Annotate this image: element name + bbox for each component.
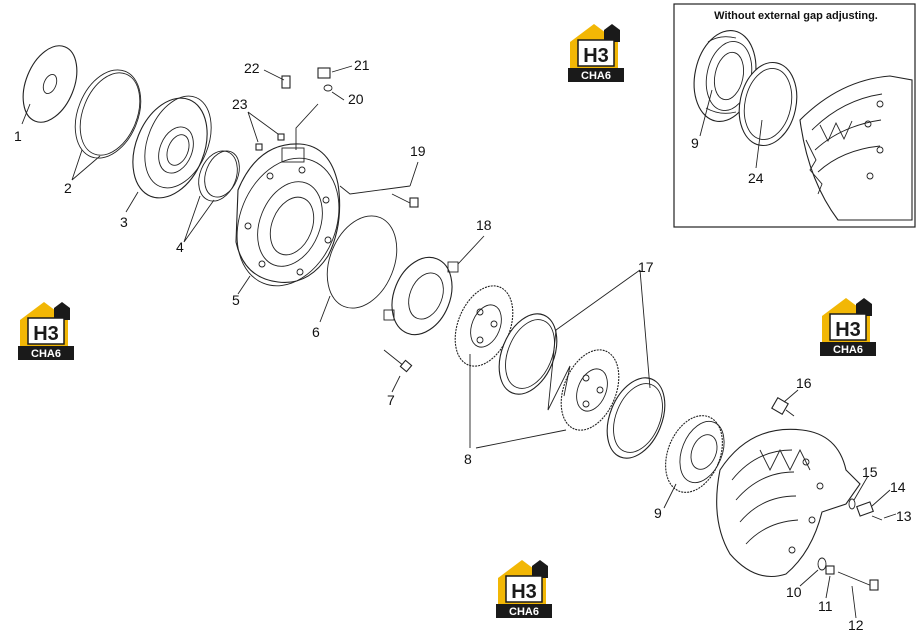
callout-9: 9 <box>654 505 662 521</box>
callout-24: 24 <box>748 170 764 186</box>
part-7-bolt <box>383 349 413 373</box>
callout-10: 10 <box>786 584 802 600</box>
logo-left: H3 CHA6 <box>17 301 75 361</box>
logo-text: CHA6 <box>509 606 539 618</box>
callout-18: 18 <box>476 217 492 233</box>
part-17-friction-disc-b <box>560 349 620 431</box>
callout-7: 7 <box>387 392 395 408</box>
part-14-bracket <box>856 501 874 517</box>
part-1-washer <box>22 45 78 123</box>
callout-6: 6 <box>312 324 320 340</box>
callout-1: 1 <box>14 128 22 144</box>
callout-11: 11 <box>818 598 833 614</box>
callout-9-inset: 9 <box>691 135 699 151</box>
part-15-pin <box>848 498 856 510</box>
callout-2: 2 <box>64 180 72 196</box>
part-21-plug <box>317 67 331 79</box>
logo-text: CHA6 <box>581 70 611 82</box>
part-axle-housing <box>716 428 861 578</box>
callout-3: 3 <box>120 214 128 230</box>
logo-text: CHA6 <box>31 348 61 360</box>
part-11-nut <box>825 565 835 575</box>
part-20-oring <box>323 84 333 92</box>
callout-labels: 1 2 3 4 5 6 7 8 9 10 11 12 13 14 15 16 1… <box>14 57 912 633</box>
callout-19: 19 <box>410 143 426 159</box>
part-3-piston <box>132 95 212 199</box>
callout-17: 17 <box>638 259 654 275</box>
inset-housing <box>799 75 913 221</box>
callout-12: 12 <box>848 617 864 633</box>
logo-mark: H3 <box>835 319 861 341</box>
part-23-plugs <box>255 133 285 151</box>
part-6-oring <box>326 215 398 309</box>
callout-22: 22 <box>244 60 260 76</box>
part-17-steel-plate-b <box>606 377 666 459</box>
part-12-bolt <box>837 571 879 591</box>
callout-23: 23 <box>232 96 248 112</box>
part-10-washer <box>817 557 827 571</box>
part-18-piston-ring <box>383 256 459 336</box>
callout-13: 13 <box>896 508 912 524</box>
inset-title: Without external gap adjusting. <box>714 10 878 22</box>
part-4-orings <box>198 150 240 202</box>
callout-21: 21 <box>354 57 370 73</box>
callout-20: 20 <box>348 91 364 107</box>
part-2-rings <box>74 69 142 159</box>
logo-right: H3 CHA6 <box>819 297 877 357</box>
callout-8: 8 <box>464 451 472 467</box>
callout-4: 4 <box>176 239 184 255</box>
logo-mark: H3 <box>583 45 609 67</box>
part-5-housing <box>235 143 341 287</box>
callout-15: 15 <box>862 464 878 480</box>
part-16-fitting <box>771 397 795 417</box>
logo-mark: H3 <box>33 323 59 345</box>
callout-5: 5 <box>232 292 240 308</box>
logo-top-center: H3 CHA6 <box>567 23 625 83</box>
part-19-bolt <box>391 193 419 208</box>
logo-text: CHA6 <box>833 344 863 356</box>
leader-lines <box>21 65 897 619</box>
logo-mark: H3 <box>511 581 537 603</box>
logo-bottom-center: H3 CHA6 <box>495 559 553 619</box>
inset-panel: Without external gap adjusting. 9 <box>673 3 916 228</box>
callout-14: 14 <box>890 479 906 495</box>
part-13-screw <box>871 515 883 521</box>
part-9-piston <box>665 415 725 493</box>
stack-indicator <box>547 329 571 411</box>
callout-16: 16 <box>796 375 812 391</box>
part-22-fitting <box>281 75 291 89</box>
part-17-steel-plate-a <box>498 313 558 395</box>
